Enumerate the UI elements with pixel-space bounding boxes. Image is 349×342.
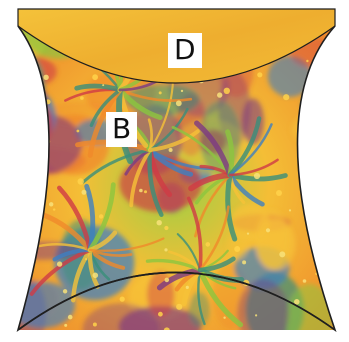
batik-blob <box>18 120 44 145</box>
batik-dot <box>92 74 98 80</box>
batik-dot <box>316 258 319 261</box>
batik-dot <box>176 304 182 310</box>
batik-dot <box>2 125 7 130</box>
batik-dot <box>169 148 173 152</box>
batik-dot <box>294 299 300 305</box>
batik-dot <box>206 242 211 247</box>
batik-dot <box>144 190 147 193</box>
batik-dot <box>279 251 285 257</box>
batik-dot <box>158 312 163 317</box>
batik-dot <box>6 127 9 130</box>
batik-blob <box>314 195 349 231</box>
batik-dot <box>24 89 27 92</box>
batik-dot <box>234 246 240 252</box>
batik-dot <box>0 200 5 205</box>
batik-blob <box>255 210 289 270</box>
batik-dot <box>314 79 320 85</box>
batik-dot <box>93 323 97 327</box>
batik-dot <box>165 278 170 283</box>
batik-dot <box>99 214 103 218</box>
batik-dot <box>77 130 80 133</box>
batik-dot <box>309 166 313 170</box>
batik-blob <box>4 113 82 174</box>
batik-dot <box>164 226 168 230</box>
batik-dot <box>254 173 260 179</box>
batik-dot <box>276 190 282 196</box>
batik-dot <box>64 324 67 327</box>
batik-blob <box>324 163 346 202</box>
batik-dot <box>82 190 87 195</box>
batik-blob <box>0 166 26 182</box>
batik-dot <box>339 134 344 139</box>
piece-label-b: B <box>106 112 137 147</box>
batik-dot <box>43 75 48 80</box>
batik-dot <box>63 289 67 293</box>
batik-dot <box>266 228 270 232</box>
batik-dot <box>343 152 349 158</box>
batik-dot <box>85 258 87 260</box>
batik-dot <box>157 220 162 225</box>
batik-dot <box>339 75 342 78</box>
batik-dot <box>27 273 31 277</box>
batik-dot <box>102 84 104 86</box>
batik-dot <box>329 122 334 127</box>
batik-dot <box>257 72 262 77</box>
batik-dot <box>49 202 53 206</box>
batik-dot <box>306 211 309 214</box>
batik-dot <box>186 286 189 289</box>
batik-dot <box>120 297 125 302</box>
batik-dot <box>68 315 73 320</box>
batik-dot <box>247 233 249 235</box>
batik-blob <box>3 56 57 87</box>
batik-dot <box>80 96 84 100</box>
batik-dot <box>224 88 230 94</box>
batik-blob <box>15 57 44 116</box>
batik-blob <box>9 282 75 328</box>
piece-label-d: D <box>168 33 202 68</box>
batik-blob <box>0 240 31 298</box>
batik-dot <box>181 90 183 92</box>
batik-dot <box>164 327 170 333</box>
batik-dot <box>336 214 340 218</box>
batik-dot <box>283 94 289 100</box>
batik-blob <box>0 113 33 155</box>
batik-dot <box>338 109 340 111</box>
batik-dot <box>139 189 143 193</box>
batik-dot <box>53 208 55 210</box>
batik-dot <box>93 273 99 279</box>
batik-dot <box>25 53 28 56</box>
batik-dot <box>223 317 225 319</box>
batik-dot <box>255 314 257 316</box>
batik-dot <box>176 100 182 106</box>
batik-dot <box>29 253 34 258</box>
batik-blob <box>0 99 44 174</box>
batik-dot <box>341 165 343 167</box>
batik-dot <box>334 51 338 55</box>
batik-dot <box>306 60 308 62</box>
batik-dot <box>330 259 332 261</box>
batik-dot <box>78 178 84 184</box>
batik-dot <box>289 209 291 211</box>
batik-blob <box>302 91 324 116</box>
batik-blob <box>308 100 349 146</box>
batik-dot <box>242 260 246 264</box>
batik-blob <box>0 230 29 290</box>
batik-dot <box>57 261 62 266</box>
batik-dot <box>303 279 307 283</box>
batik-blob <box>0 77 47 125</box>
batik-dot <box>164 248 167 251</box>
batik-dot <box>159 91 162 94</box>
batik-dot <box>217 92 222 97</box>
